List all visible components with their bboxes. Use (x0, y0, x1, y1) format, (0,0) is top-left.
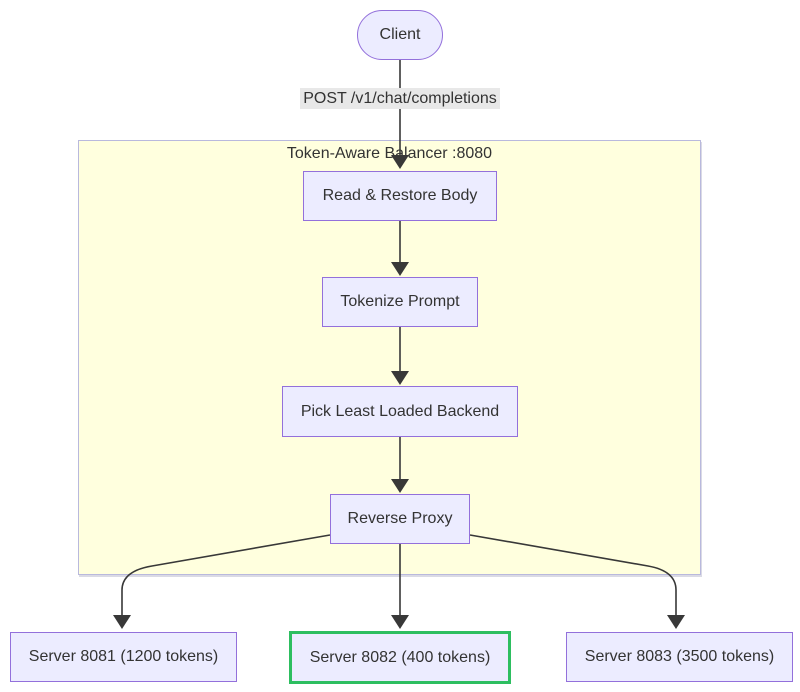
arrowhead-icon (113, 615, 131, 629)
node-reverse-proxy: Reverse Proxy (330, 494, 470, 544)
node-server-8082-label: Server 8082 (400 tokens) (309, 648, 491, 666)
arrowhead-icon (391, 615, 409, 629)
node-pick-least-loaded-backend: Pick Least Loaded Backend (282, 386, 518, 437)
node-tokenize-prompt: Tokenize Prompt (322, 277, 478, 327)
edge-label-post: POST /v1/chat/completions (300, 88, 500, 109)
node-server-8083: Server 8083 (3500 tokens) (566, 632, 793, 682)
node-read-restore-body-label: Read & Restore Body (322, 187, 478, 204)
node-server-8082-selected: Server 8082 (400 tokens) (289, 631, 511, 684)
arrowhead-icon (667, 615, 685, 629)
node-server-8081: Server 8081 (1200 tokens) (10, 632, 237, 682)
node-tokenize-prompt-label: Tokenize Prompt (340, 293, 460, 310)
node-read-restore-body: Read & Restore Body (303, 171, 497, 221)
node-server-8081-label: Server 8081 (1200 tokens) (28, 648, 219, 665)
node-reverse-proxy-label: Reverse Proxy (347, 510, 453, 527)
node-pick-least-loaded-backend-label: Pick Least Loaded Backend (300, 402, 500, 420)
node-server-8083-label: Server 8083 (3500 tokens) (584, 648, 775, 665)
node-client: Client (357, 10, 443, 60)
cluster-title: Token-Aware Balancer :8080 (286, 145, 493, 162)
node-client-label: Client (379, 26, 421, 43)
